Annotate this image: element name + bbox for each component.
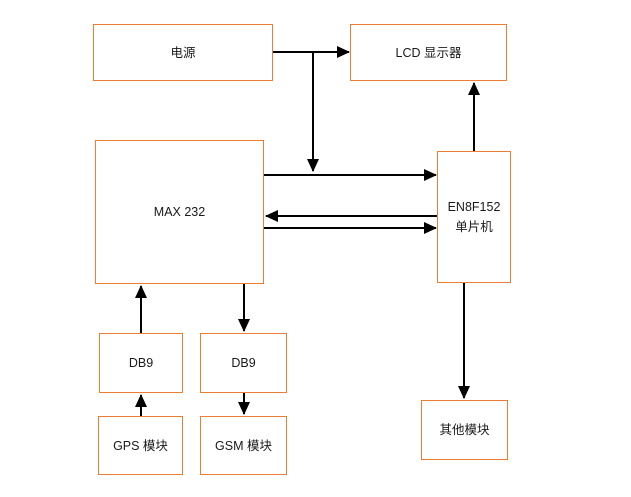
node-en8f152-mcu-label-line1: EN8F152 [447, 200, 501, 214]
node-en8f152-mcu-label-line2: 单片机 [455, 220, 493, 234]
node-en8f152-mcu: EN8F152 单片机 [437, 151, 511, 283]
node-db9-right: DB9 [200, 333, 287, 393]
node-power: 电源 [93, 24, 273, 81]
node-other-modules-label: 其他模块 [439, 423, 490, 437]
node-gsm-module-label: GSM 模块 [215, 438, 272, 453]
node-gsm-module: GSM 模块 [200, 416, 287, 475]
node-db9-right-label: DB9 [231, 356, 256, 370]
node-lcd-display: LCD 显示器 [350, 24, 507, 81]
node-db9-left: DB9 [99, 333, 183, 393]
node-power-label: 电源 [170, 45, 196, 60]
node-max232-label: MAX 232 [153, 205, 206, 219]
node-max232: MAX 232 [95, 140, 264, 284]
node-db9-left-label: DB9 [128, 356, 154, 370]
node-gps-module: GPS 模块 [98, 416, 183, 475]
node-lcd-display-label: LCD 显示器 [395, 45, 462, 60]
node-gps-module-label: GPS 模块 [113, 438, 168, 453]
node-other-modules: 其他模块 [421, 400, 508, 460]
